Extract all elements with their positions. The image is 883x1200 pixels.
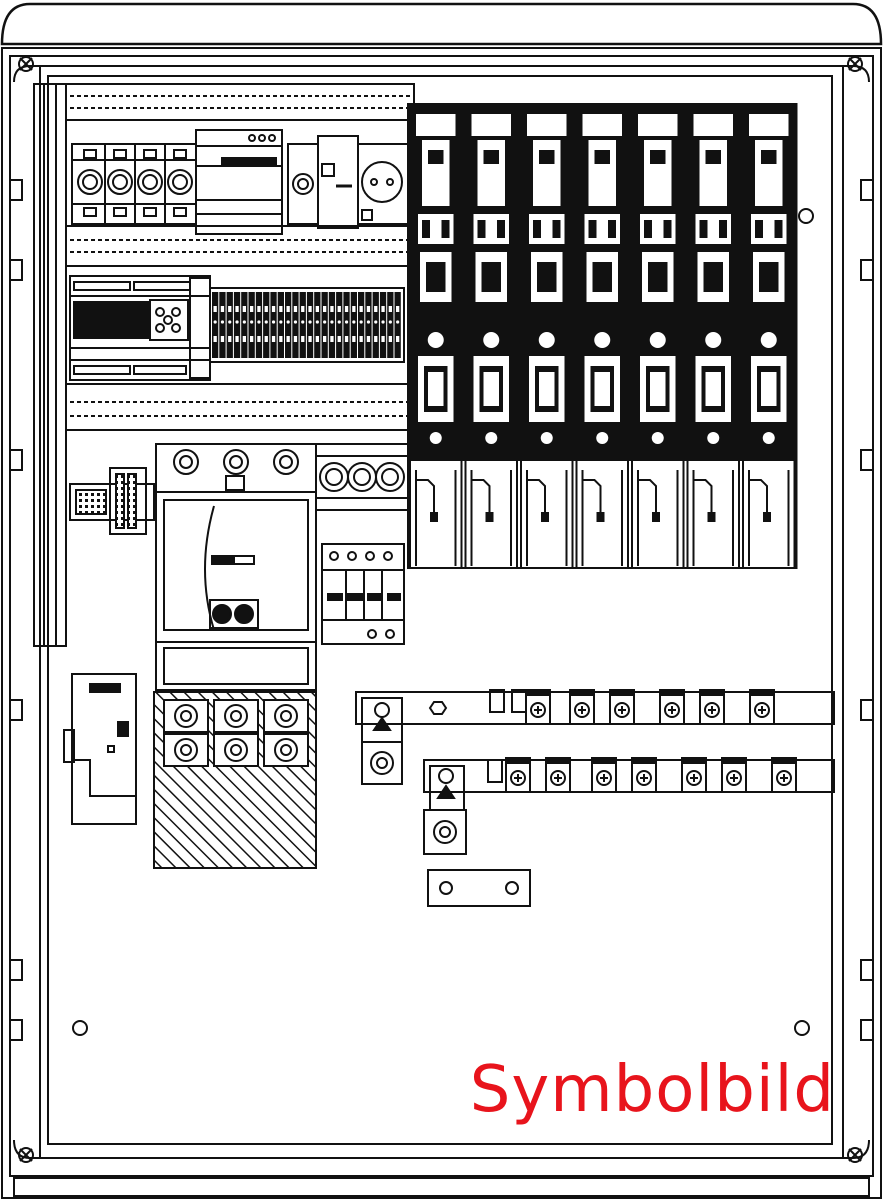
terminal-block [233,292,241,358]
terminal-block [328,292,336,358]
small-terminal-cluster [69,467,155,535]
terminal-block [248,292,255,358]
terminal-block [314,292,321,358]
hatched-cover [153,691,317,869]
main-isolator-switch [155,443,317,691]
right-hinge-rail [860,179,873,1041]
fuse-switch [407,103,465,569]
busbar-clamp [569,689,595,725]
busbar-clamp [721,757,747,793]
circuit-breaker-small [287,135,359,229]
terminal-block [372,292,379,358]
busbar-clamp [525,689,551,725]
terminal-block [226,292,233,358]
service-socket [357,143,409,225]
busbar-clamp [505,757,531,793]
fuse-switch [684,103,742,569]
pe-link-plate [427,869,531,907]
busbar-clamp [659,689,685,725]
terminal-block [285,292,292,358]
fuse-switch-disconnectors [407,103,798,569]
terminal-block [394,292,401,358]
vertical-cable-duct [33,83,67,647]
terminal-block [336,292,343,358]
terminal-block-strip [209,287,405,363]
surge-protection-device [321,543,405,645]
fuse-switch [573,103,631,569]
busbar-lower [423,759,835,855]
terminal-block [277,292,284,358]
fuse-holder-group [71,143,197,225]
triple-fuse-base [315,443,409,511]
terminal-block [358,292,365,358]
terminal-block [212,292,219,358]
terminal-block [292,292,299,358]
terminal-block [255,292,263,358]
corner-screws [13,56,870,1163]
terminal-block [299,292,306,358]
busbar-clamp [609,689,635,725]
busbar-clamp [749,689,775,725]
terminal-block [350,292,357,358]
enclosure-lid [0,2,883,46]
left-hinge-rail [10,179,23,1041]
terminal-block [387,292,394,358]
fuse-switch [629,103,687,569]
terminal-block [365,292,372,358]
terminal-block [379,292,387,358]
terminal-block [343,292,350,358]
symbolbild-watermark: Symbolbild [469,1053,835,1127]
busbar-clamp [681,757,707,793]
terminal-block [241,292,248,358]
terminal-block [321,292,328,358]
busbar-lower-clamps [505,757,797,793]
busbar-clamp [545,757,571,793]
terminal-block [263,292,270,358]
terminal-block [306,292,314,358]
din-rail-top [65,83,415,431]
terminal-block [270,292,277,358]
terminal-block [219,292,226,358]
enclosure-body [1,47,882,1199]
fuse-switch [740,103,798,569]
energy-controller [69,275,211,381]
busbar-clamp [771,757,797,793]
meter-module [63,673,137,825]
busbar-upper-clamps [525,689,775,725]
busbar-clamp [699,689,725,725]
mounting-holes [72,208,814,1036]
busbar-clamp [631,757,657,793]
power-supply-unit [195,129,283,235]
fuse-switch [518,103,576,569]
fuse-switch [462,103,520,569]
busbar-clamp [591,757,617,793]
